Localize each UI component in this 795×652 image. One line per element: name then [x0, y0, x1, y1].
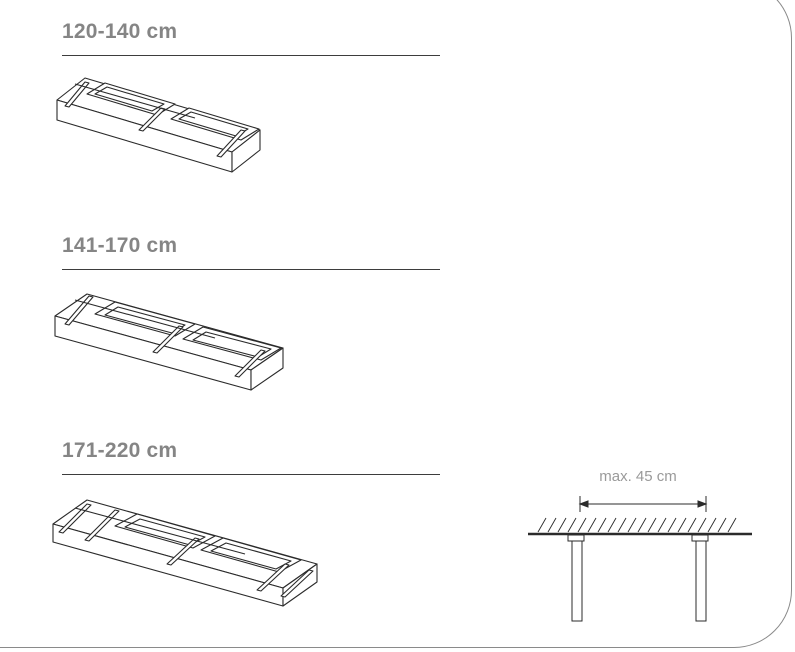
section-divider: [62, 474, 440, 475]
double-sink-141-170-drawing: [54, 293, 284, 391]
section-divider: [62, 55, 440, 56]
section-title: 171-220 cm: [62, 439, 178, 462]
section-141-170: 141-170 cm: [62, 234, 440, 270]
double-sink-171-220-drawing: [52, 499, 318, 607]
section-title: 120-140 cm: [62, 20, 178, 43]
section-divider: [62, 269, 440, 270]
section-171-220: 171-220 cm: [62, 439, 440, 475]
section-title: 141-170 cm: [62, 234, 178, 257]
section-120-140: 120-140 cm: [62, 20, 440, 56]
bracket-spacing-drawing: [528, 496, 752, 622]
max-spacing-label: max. 45 cm: [599, 468, 677, 485]
double-sink-120-140-drawing: [56, 77, 261, 173]
bracket-spacing-detail: max. 45 cm: [520, 462, 760, 632]
